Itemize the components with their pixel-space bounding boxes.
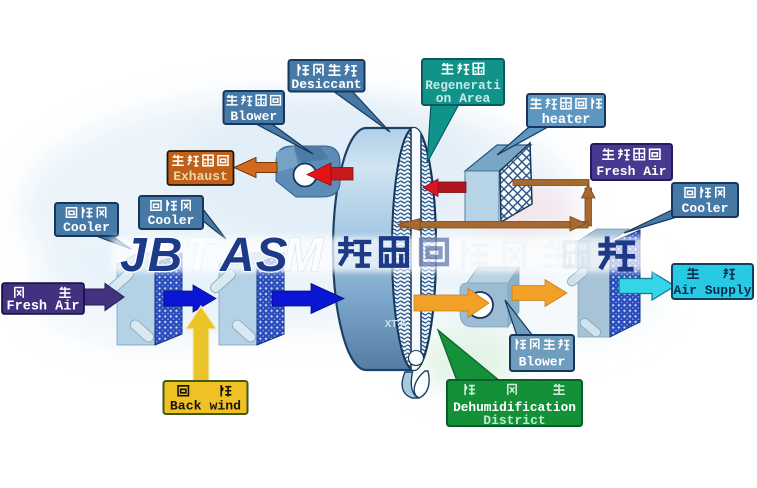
svg-text:Cooler: Cooler bbox=[63, 220, 110, 235]
svg-text:Air Supply: Air Supply bbox=[673, 283, 751, 298]
svg-text:Blower: Blower bbox=[230, 109, 277, 124]
svg-text:District: District bbox=[483, 413, 545, 428]
svg-text:JB: JB bbox=[120, 229, 183, 282]
svg-text:T: T bbox=[184, 229, 217, 282]
svg-text:Blower: Blower bbox=[519, 355, 566, 370]
svg-text:Cooler: Cooler bbox=[682, 201, 729, 216]
svg-text:Regenerati: Regenerati bbox=[425, 79, 501, 93]
svg-text:on Area: on Area bbox=[436, 91, 491, 106]
svg-text:Desiccant: Desiccant bbox=[291, 77, 361, 92]
svg-text:Cooler: Cooler bbox=[148, 213, 195, 228]
svg-text:Fresh Air: Fresh Air bbox=[596, 164, 666, 179]
svg-text:Fresh Air: Fresh Air bbox=[7, 300, 80, 315]
svg-text:Back wind: Back wind bbox=[170, 399, 241, 414]
svg-text:Dehumidification: Dehumidification bbox=[453, 400, 576, 415]
svg-text:AS: AS bbox=[219, 229, 289, 282]
svg-text:XT K: XT K bbox=[385, 319, 409, 330]
svg-text:Exhaust: Exhaust bbox=[173, 169, 228, 184]
svg-text:heater: heater bbox=[542, 113, 591, 128]
svg-text:M: M bbox=[283, 229, 324, 282]
